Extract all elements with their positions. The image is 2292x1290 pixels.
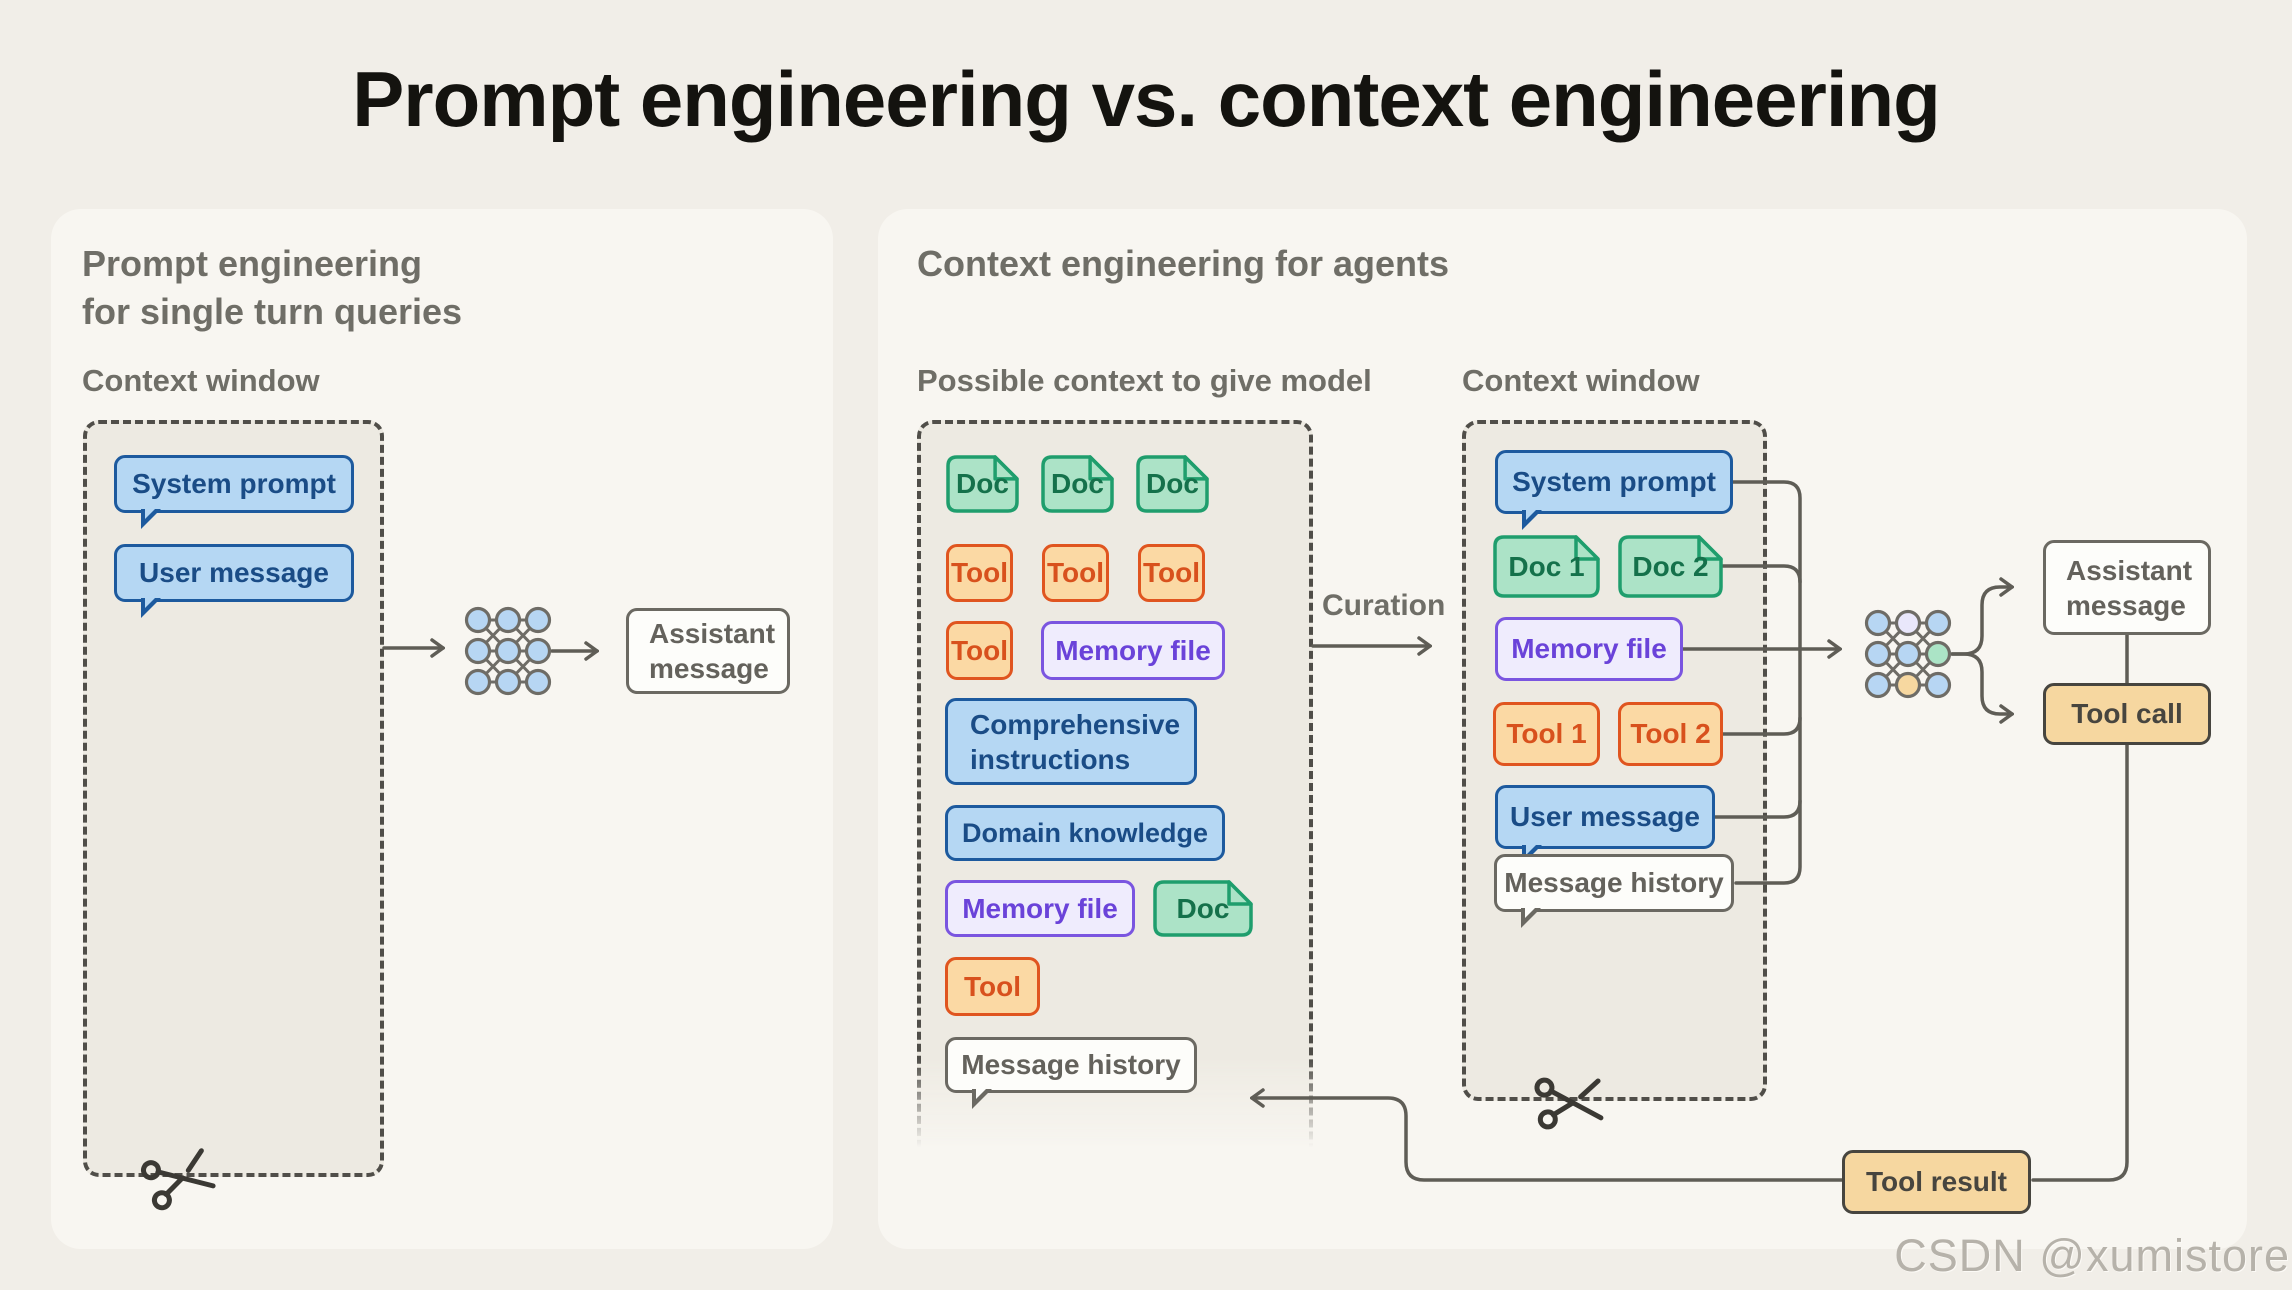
left-panel-heading: Prompt engineering for single turn queri… [82, 240, 462, 335]
item-tool-1: Tool 1 [1493, 702, 1600, 766]
item-user-message: User message [1495, 785, 1715, 865]
watermark: CSDN @xumistore [1894, 1230, 2290, 1281]
item-domain-knowledge: Domain knowledge [945, 805, 1225, 861]
item-memory-file: Memory file [1495, 617, 1683, 681]
item-comprehensive-instructions: Comprehensive instructions [945, 698, 1197, 785]
item-memory-file: Memory file [945, 880, 1135, 937]
item-tool-2: Tool 2 [1618, 702, 1723, 766]
item-doc-2: Doc 2 [1618, 535, 1723, 598]
doc-shape [1136, 455, 1209, 513]
item-memory-file: Memory file [1041, 621, 1225, 680]
item-tool: Tool [946, 544, 1013, 602]
doc-shape [1618, 535, 1723, 598]
doc-shape [946, 455, 1019, 513]
page-title: Prompt engineering vs. context engineeri… [352, 55, 1941, 143]
doc-shape [1041, 455, 1114, 513]
item-system-prompt: System prompt [1495, 450, 1733, 530]
output-assistant-message-left: Assistant message [626, 608, 790, 694]
right-context-window-label: Context window [1462, 363, 1700, 398]
possible-context-label: Possible context to give model [917, 363, 1372, 398]
right-panel-heading: Context engineering for agents [917, 243, 1450, 284]
item-doc: Doc [1136, 455, 1209, 513]
item-system-prompt: System prompt [114, 455, 354, 529]
item-doc: Doc [946, 455, 1019, 513]
item-doc: Doc [1041, 455, 1114, 513]
left-context-window-box [83, 420, 384, 1177]
item-tool: Tool [945, 957, 1040, 1016]
item-tool: Tool [1138, 544, 1205, 602]
curation-label: Curation [1322, 589, 1446, 622]
item-user-message: User message [114, 544, 354, 618]
left-heading-line2: for single turn queries [82, 290, 463, 332]
output-assistant-message-right: Assistant message [2043, 540, 2211, 635]
left-heading-line1: Prompt engineering [82, 243, 423, 284]
output-tool-result: Tool result [1842, 1150, 2031, 1214]
doc-shape [1493, 535, 1600, 598]
item-tool: Tool [946, 621, 1013, 680]
item-message-history: Message history [945, 1037, 1197, 1109]
item-doc-1: Doc 1 [1493, 535, 1600, 598]
item-message-history: Message history [1494, 854, 1734, 928]
left-context-window-label: Context window [82, 363, 320, 398]
doc-shape [1153, 880, 1253, 937]
item-tool: Tool [1042, 544, 1109, 602]
item-doc: Doc [1153, 880, 1253, 937]
output-tool-call: Tool call [2043, 683, 2211, 745]
